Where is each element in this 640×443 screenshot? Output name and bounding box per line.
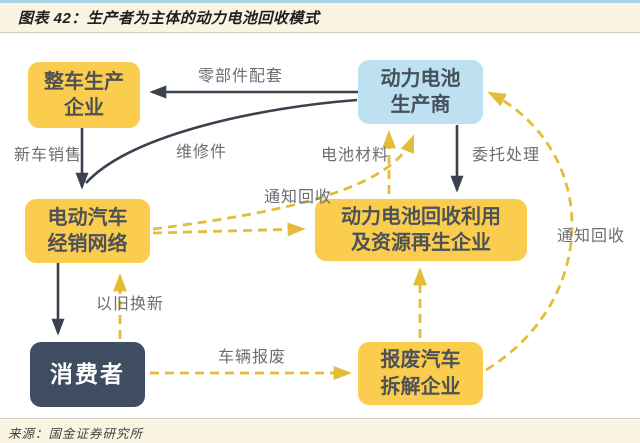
label-notify-recycle-mid: 通知回收 (264, 189, 333, 206)
node-vehicle-manufacturer: 整车生产 企业 (28, 62, 140, 128)
source-note: 来源：国金证券研究所 (8, 427, 144, 441)
label-battery-materials: 电池材料 (321, 147, 390, 164)
arrow-notify-recycle-mid (152, 222, 306, 237)
top-accent-line (0, 0, 640, 3)
label-entrusted-processing: 委托处理 (472, 147, 541, 164)
arrow-dealer-to-producer (152, 134, 415, 231)
figure-title: 图表 42：生产者为主体的动力电池回收模式 (18, 10, 320, 27)
node-consumer: 消费者 (30, 342, 145, 407)
node-battery-recycler: 动力电池回收利用 及资源再生企业 (315, 199, 527, 261)
label-new-car-sales: 新车销售 (14, 147, 83, 164)
label-trade-in: 以旧换新 (96, 296, 165, 313)
label-repair-parts: 维修件 (176, 144, 228, 161)
label-notify-recycle-right: 通知回收 (557, 228, 626, 245)
figure-title-bar: 图表 42：生产者为主体的动力电池回收模式 (0, 3, 640, 33)
node-ev-dealer-network: 电动汽车 经销网络 (25, 199, 150, 263)
arrow-repair-parts (85, 98, 358, 184)
label-parts-supply: 零部件配套 (198, 68, 284, 85)
node-scrap-dismantler: 报废汽车 拆解企业 (358, 342, 483, 405)
node-battery-producer: 动力电池 生产商 (358, 60, 483, 124)
arrow-notify-recycle-right (485, 91, 574, 372)
label-vehicle-scrapping: 车辆报废 (218, 349, 287, 366)
